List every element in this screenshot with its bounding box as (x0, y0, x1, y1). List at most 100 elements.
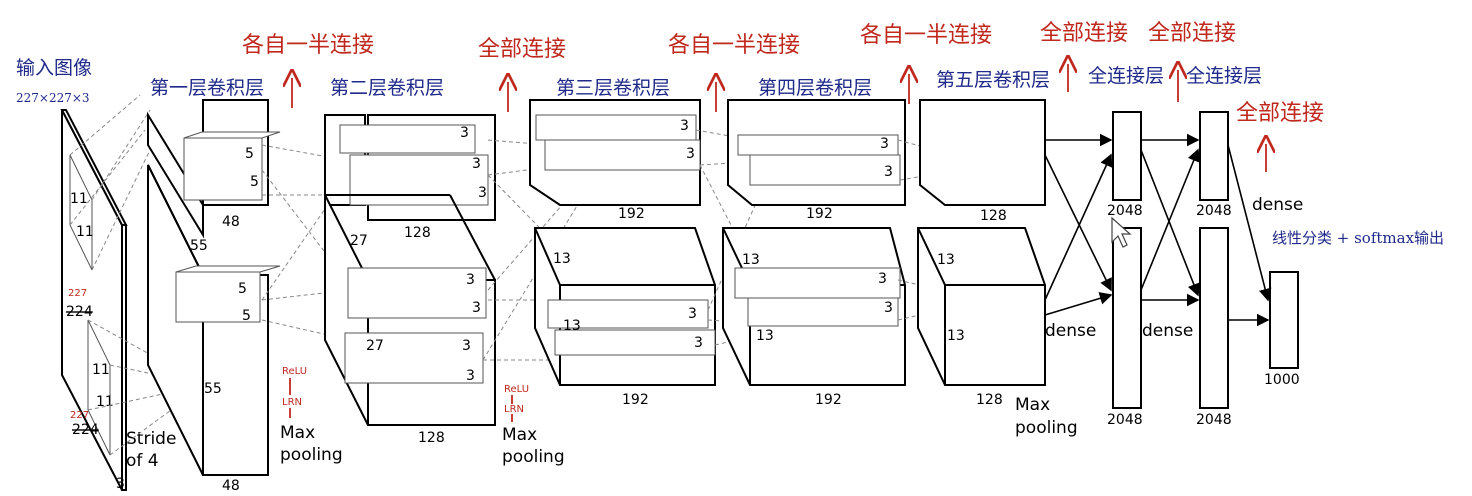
conv2-depth: 128 (404, 225, 431, 241)
conv1-depth: 48 (222, 214, 240, 230)
conv4-volume-top (727, 99, 906, 206)
conv4-k-h: 3 (880, 136, 889, 152)
conv3-k-w: 3 (686, 146, 695, 162)
input-kernel-w: 11 (76, 224, 94, 240)
stride-label: Stride (126, 429, 176, 449)
input-depth: 3 (116, 476, 125, 492)
conv1-size: 55 (190, 238, 208, 254)
input-dims: 227×227×3 (16, 91, 90, 105)
conv3-volume-top (529, 99, 701, 206)
conv5-size-2: 13 (947, 328, 965, 344)
note-half-connect-3: 各自一半连接 (860, 23, 992, 48)
conv1-size-2: 55 (204, 381, 222, 397)
lrn-label-2: LRN (504, 404, 524, 415)
conv3-k-w-2: 3 (694, 335, 703, 351)
conv3-depth-2: 192 (622, 392, 649, 408)
conv1-ops: ReLU LRN (282, 366, 307, 418)
conv3-title: 第三层卷积层 (556, 77, 670, 99)
conv4-size-2: 13 (756, 328, 774, 344)
conv4-depth-2: 192 (815, 392, 842, 408)
conv5-depth: 128 (980, 208, 1007, 224)
input-kernel-h: 11 (70, 191, 88, 207)
conv2-k-w-2: 3 (472, 300, 481, 316)
lrn-label-1: LRN (282, 397, 302, 408)
conv3-volume-bottom (534, 227, 716, 386)
fc-connections (1044, 133, 1272, 327)
fc-columns (1112, 111, 1299, 409)
input-kernel-h-2: 11 (92, 362, 110, 378)
conv2-size: 27 (350, 233, 368, 249)
conv5-volume-top (919, 99, 1046, 206)
input-kernel-w-2: 11 (96, 394, 114, 410)
conv2-kernels-bottom (344, 267, 487, 384)
conv2-k-d-3: 3 (466, 368, 475, 384)
input-title: 输入图像 (16, 57, 92, 79)
conv3-size-2: 13 (563, 318, 581, 334)
conv3-depth: 192 (618, 206, 645, 222)
conv1-title: 第一层卷积层 (150, 77, 264, 99)
pooling-label-1: pooling (280, 445, 343, 465)
output-units: 1000 (1264, 372, 1300, 388)
relu-label-1: ReLU (282, 366, 307, 377)
note-full-connect-1: 全部连接 (478, 37, 566, 62)
conv4-title: 第四层卷积层 (758, 77, 872, 99)
fc1-title: 全连接层 (1088, 65, 1164, 87)
conv1-depth-2: 48 (222, 478, 240, 494)
conv4-k-w: 3 (884, 164, 893, 180)
maxpool-label-2: Max (502, 425, 537, 445)
pooling-label-3: pooling (1015, 418, 1078, 438)
conv2-k-d-2: 3 (462, 338, 471, 354)
input-size-224-b: 224 (72, 422, 99, 438)
conv2-size-2: 27 (366, 338, 384, 354)
conv2-k-w: 3 (472, 156, 481, 172)
conv1-k-h-2: 5 (238, 281, 247, 297)
input-size-224: 224 (66, 304, 93, 320)
conv2-ops: ReLU LRN (504, 384, 529, 422)
conv4-depth: 192 (806, 206, 833, 222)
fc2-units: 2048 (1196, 203, 1232, 219)
note-full-connect-2: 全部连接 (1040, 21, 1128, 46)
conv4-k-w-2: 3 (884, 300, 893, 316)
fc1-units-2: 2048 (1107, 412, 1143, 428)
conv2-k-h: 3 (460, 125, 469, 141)
conv2-kernels-top (339, 124, 489, 206)
note-half-connect-1: 各自一半连接 (242, 33, 374, 58)
conv5-volume-bottom (917, 227, 1046, 386)
conv5-size: 13 (937, 252, 955, 268)
pooling-label-2: pooling (502, 447, 565, 467)
conv3-size: 13 (553, 251, 571, 267)
fc1-units: 2048 (1107, 203, 1143, 219)
conv1-kernels (175, 131, 281, 323)
fc2-title: 全连接层 (1186, 65, 1262, 87)
conv1-k-h: 5 (245, 146, 254, 162)
conv2-depth-2: 128 (418, 430, 445, 446)
note-half-connect-2: 各自一半连接 (668, 33, 800, 58)
dense-label-2: dense (1142, 321, 1193, 341)
conv1-k-w-2: 5 (242, 308, 251, 324)
note-full-connect-3: 全部连接 (1148, 21, 1236, 46)
input-size-227-b: 227 (70, 410, 89, 421)
input-size-227: 227 (68, 288, 87, 299)
conv2-title: 第二层卷积层 (330, 77, 444, 99)
conv2-k-d: 3 (478, 185, 487, 201)
stride-label-2: of 4 (126, 451, 159, 471)
conv5-title: 第五层卷积层 (936, 69, 1050, 91)
red-up-arrows (292, 64, 1266, 172)
relu-label-2: ReLU (504, 384, 529, 395)
input-volume (60, 109, 128, 491)
fc2-units-2: 2048 (1196, 412, 1232, 428)
conv4-volume-bottom (722, 227, 906, 386)
dense-label-1: dense (1045, 321, 1096, 341)
note-full-connect-4: 全部连接 (1236, 101, 1324, 126)
conv5-depth-2: 128 (976, 392, 1003, 408)
output-note: 线性分类 + softmax输出 (1272, 229, 1444, 247)
mouse-cursor-icon (1111, 216, 1132, 248)
maxpool-label-3: Max (1015, 395, 1050, 415)
conv4-size: 13 (742, 252, 760, 268)
conv4-k-h-2: 3 (878, 271, 887, 287)
conv2-k-h-2: 3 (466, 272, 475, 288)
dense-label-3: dense (1252, 195, 1303, 215)
conv1-k-w: 5 (250, 174, 259, 190)
conv3-k-h: 3 (680, 118, 689, 134)
